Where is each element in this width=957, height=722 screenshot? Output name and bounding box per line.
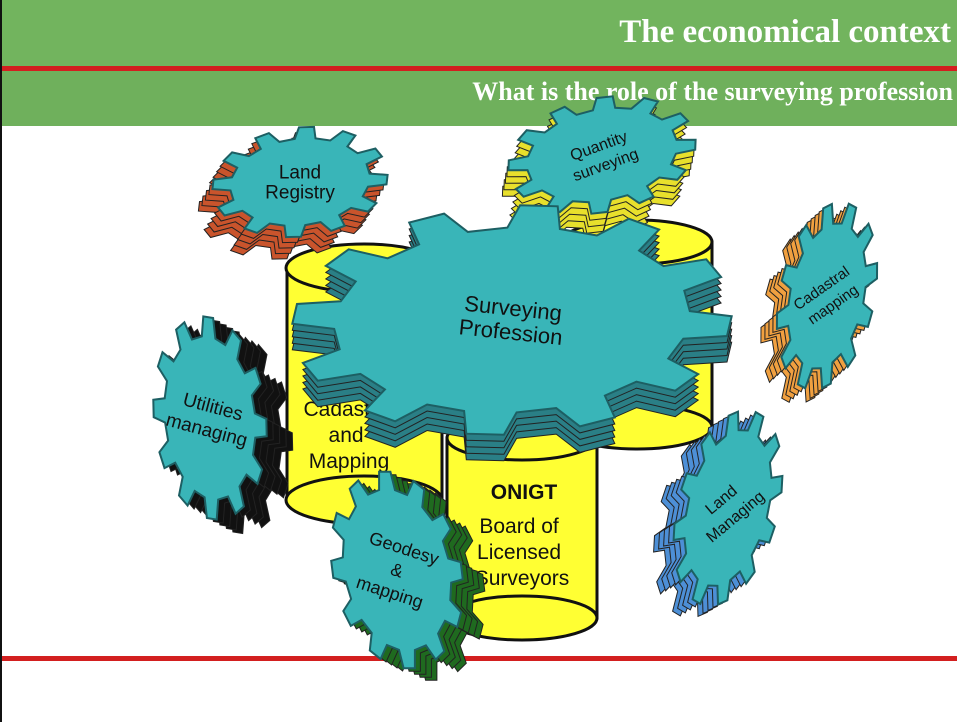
gear-land-managing: LandManaging: [653, 410, 784, 618]
onigt-line-1: Board of: [479, 515, 559, 538]
onigt-heading: ONIGT: [491, 481, 558, 504]
cadastre-line-2: and: [329, 424, 364, 447]
gear-face: [291, 204, 733, 436]
gear-label-line: Registry: [265, 183, 335, 204]
gear-face: [152, 315, 268, 521]
gear-face: [672, 410, 784, 606]
gear-quantity-surveying: Quantitysurveying: [501, 95, 697, 241]
footer-divider: [2, 656, 957, 661]
gear-label-line: &: [388, 559, 406, 582]
gear-face: [330, 470, 464, 670]
gear-utilities-managing: Utilitiesmanaging: [152, 315, 294, 535]
subtitle-band: [2, 71, 957, 126]
onigt-line-2: Licensed: [477, 541, 561, 564]
slide-title: The economical context: [619, 14, 951, 50]
gear-label: SurveyingProfession: [458, 290, 567, 350]
gear-cadastral-mapping: Cadastralmapping: [760, 202, 879, 404]
header-divider: [2, 66, 957, 71]
title-band: [2, 0, 957, 66]
gear-geodesy-mapping: Geodesy&mapping: [330, 470, 486, 681]
gear-label-line: Land: [279, 163, 321, 184]
onigt-label: Board of Licensed Surveyors: [475, 515, 570, 590]
onigt-line-3: Surveyors: [475, 567, 570, 590]
slide-subtitle: What is the role of the surveying profes…: [472, 77, 953, 106]
gear-face: [507, 95, 697, 215]
gear-face: [211, 125, 389, 239]
gear-face: [775, 202, 879, 390]
gear-center: SurveyingProfession: [291, 204, 733, 462]
cadastre-line-3: Mapping: [309, 450, 390, 473]
